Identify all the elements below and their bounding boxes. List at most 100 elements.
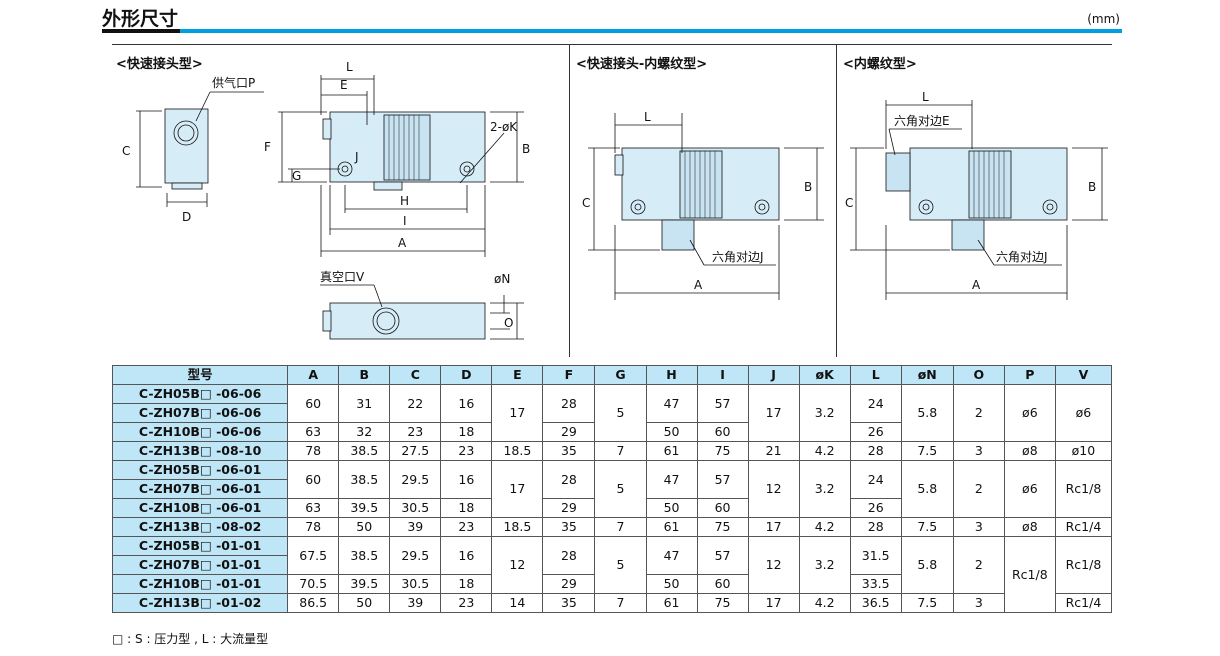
cell: ø6 [1054,384,1113,442]
model-cell: C-ZH05B□ -06-01 [111,460,289,480]
cell: 23 [440,517,493,537]
table-row: C-ZH07B□ -06-06 [111,403,1112,423]
s3-label-L: L [922,90,929,104]
cell: 28 [542,460,596,499]
model-cell: C-ZH13B□ -08-10 [111,441,289,461]
s2-label-A: A [694,278,703,292]
unit-label: (mm) [1087,12,1120,26]
cell: 22 [389,384,442,423]
col-E: E [491,365,544,385]
model-cell: C-ZH13B□ -08-02 [111,517,289,537]
cell: 18 [440,574,493,594]
cell: 60 [696,498,749,518]
cell: 61 [645,517,698,537]
cell: 18 [440,422,493,442]
cell: 29 [542,498,596,518]
cell: 39 [389,517,442,537]
model-cell: C-ZH10B□ -01-01 [111,574,289,594]
s2-label-B: B [804,180,812,194]
s2-label-C: C [582,196,590,210]
cell: 29 [542,422,596,442]
s1-front-foot [373,181,403,191]
col-A: A [287,365,340,385]
cell: 23 [440,441,493,461]
model-cell: C-ZH07B□ -06-01 [111,479,289,499]
s1-label-supply: 供气口P [212,75,255,90]
cell: 30.5 [389,574,442,594]
cell: 67.5 [287,536,340,575]
cell: 12 [747,536,800,594]
model-cell: C-ZH13B□ -01-02 [111,593,289,613]
s2-front-knob [679,150,723,219]
cell: 2 [952,460,1005,518]
cell: 5 [594,536,647,594]
footnote: □ : S : 压力型 , L : 大流量型 [112,632,269,646]
cell: 18 [440,498,493,518]
section-label-quick-fitting: <快速接头型> [116,57,203,72]
cell: 7 [594,593,647,613]
s3-front-knob [968,150,1012,219]
s1-label-E: E [340,78,348,92]
cell: 26 [849,498,902,518]
cell: 47 [645,384,698,423]
cell: 7 [594,441,647,461]
cell: 12 [491,536,544,594]
s1-label-N: øN [494,272,510,286]
cell: 32 [338,422,391,442]
cell: 28 [542,536,596,575]
model-cell: C-ZH05B□ -06-06 [111,384,289,404]
cell: 47 [645,460,698,499]
cell: 38.5 [338,460,391,499]
cell: 28 [849,441,902,461]
divider-1 [569,45,570,357]
table-row: C-ZH13B□ -08-10 78 38.5 27.5 23 18.5 35 … [111,441,1113,461]
cell: ø10 [1054,441,1113,461]
cell: ø6 [1003,460,1056,518]
cell: 2 [952,536,1005,594]
cell: ø8 [1003,441,1056,461]
cell: 18.5 [491,441,544,461]
table-row: C-ZH05B□ -06-06 60 31 22 16 17 28 5 47 5… [111,384,1113,442]
cell: 39.5 [338,498,391,518]
s3-hex-nut [951,219,985,251]
table-row: C-ZH05B□ -01-01 67.5 38.5 29.5 16 12 28 … [111,536,1113,613]
cell: 5.8 [900,460,954,518]
cell: 30.5 [389,498,442,518]
cell: 38.5 [338,441,391,461]
cell: 39.5 [338,574,391,594]
cell: 35 [542,517,596,537]
s1-label-L: L [346,60,353,74]
cell: 39 [389,593,442,613]
cell: 3.2 [798,536,851,594]
col-F: F [542,365,596,385]
cell: Rc1/4 [1054,517,1113,537]
cell: 50 [338,593,391,613]
cell: 16 [440,460,493,499]
cell: 4.2 [798,517,851,537]
s1-label-C: C [122,144,130,158]
model-cell: C-ZH10B□ -06-06 [111,422,289,442]
cell: 23 [440,593,493,613]
cell: 18.5 [491,517,544,537]
cell: 50 [645,574,698,594]
s1-label-H: H [400,194,409,208]
col-C: C [389,365,442,385]
col-H: H [645,365,698,385]
s1-side-port-inner [177,124,195,142]
cell: 63 [287,498,340,518]
s2-front-fitting [614,154,624,176]
s1-front-fitting [322,118,332,140]
cell: 60 [696,574,749,594]
cell: 75 [696,517,749,537]
cell: 78 [287,517,340,537]
title-bar [102,29,1122,33]
title-underline [102,29,180,33]
cell: 57 [696,384,749,423]
cell: 29 [542,574,596,594]
cell: 3.2 [798,460,851,518]
s3-hex-e [885,152,911,192]
cell: 2 [952,384,1005,442]
cell: 24 [849,384,902,423]
section-label-quick-fitting-female: <快速接头-内螺纹型> [576,57,708,72]
page-title: 外形尺寸 [102,8,179,30]
